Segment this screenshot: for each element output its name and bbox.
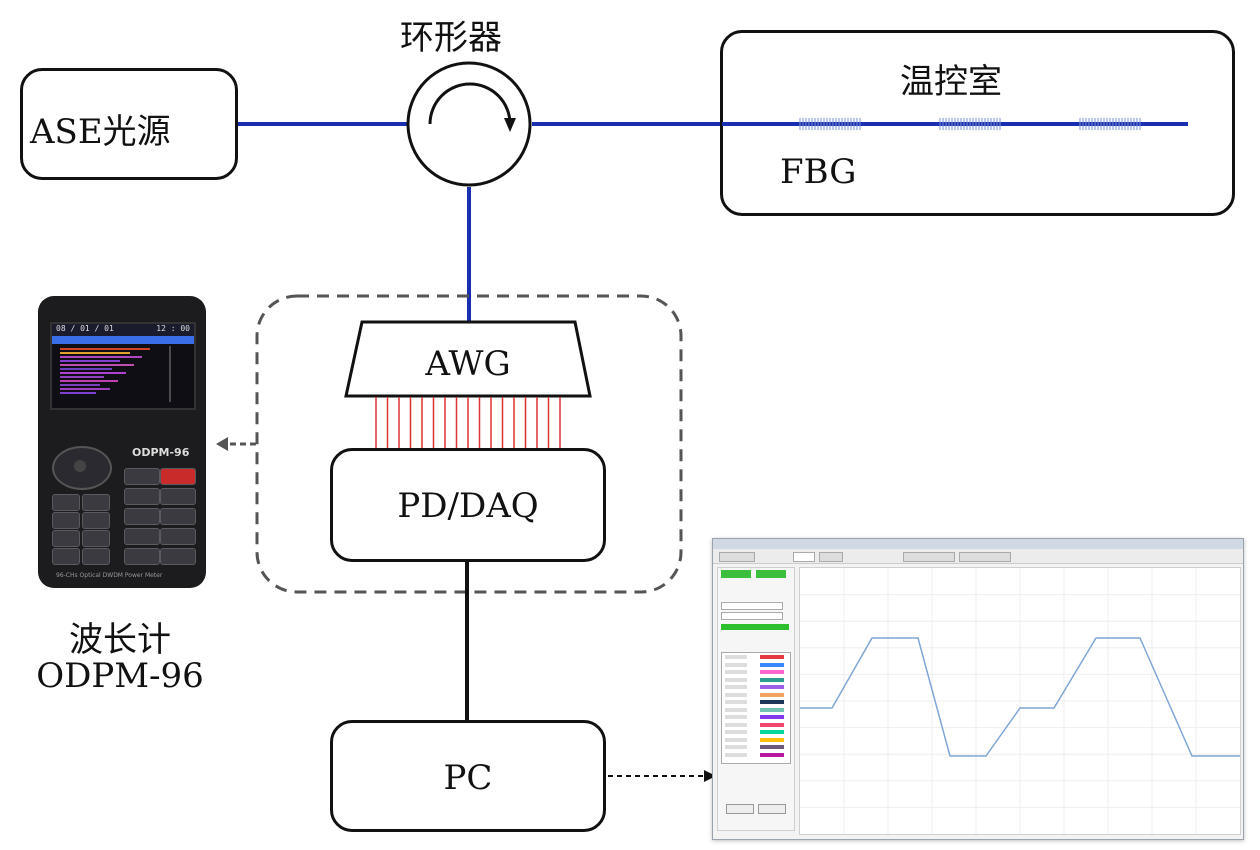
circulator-symbol xyxy=(406,61,532,187)
legend-checkbox xyxy=(725,692,747,697)
device-key xyxy=(124,528,160,545)
fbg-label: FBG xyxy=(780,152,857,192)
software-plot-svg xyxy=(800,568,1240,834)
device-key xyxy=(82,512,110,529)
device-key xyxy=(82,530,110,547)
device-key xyxy=(82,494,110,511)
legend-swatch xyxy=(760,752,784,757)
legend-checkbox xyxy=(725,662,747,667)
device-key xyxy=(52,512,80,529)
legend-checkbox xyxy=(725,715,747,719)
legend-checkbox xyxy=(725,737,747,742)
device-brand: ODPM-96 xyxy=(132,446,190,459)
screen-time: 12 : 00 xyxy=(156,324,190,333)
software-plot-trace xyxy=(800,637,1240,757)
legend-checkbox xyxy=(725,730,747,734)
software-screenshot xyxy=(712,538,1244,840)
awg-block xyxy=(344,320,592,398)
screen-header-strip xyxy=(52,336,194,344)
device-key xyxy=(124,548,160,565)
device-key xyxy=(124,468,160,485)
circulator-arrowhead xyxy=(504,118,516,132)
device-key xyxy=(160,468,196,485)
device-key xyxy=(124,488,160,505)
device-key xyxy=(160,508,196,525)
wavemeter-device: 08 / 01 / 01 12 : 00 ODPM-96 xyxy=(38,296,206,588)
screen-status-bar: 08 / 01 / 01 12 : 00 xyxy=(52,324,194,336)
legend-checkbox xyxy=(725,655,747,659)
device-key xyxy=(160,488,196,505)
arrow-to-wavemeter-head xyxy=(216,437,228,451)
device-key xyxy=(52,548,80,565)
pd-daq-box xyxy=(330,448,606,562)
legend-swatch xyxy=(760,677,784,682)
legend-swatch xyxy=(760,737,784,742)
awg-label: AWG xyxy=(425,344,511,384)
pc-box xyxy=(330,720,606,832)
legend-swatch xyxy=(760,685,784,689)
legend-checkbox xyxy=(725,707,747,712)
legend-swatch xyxy=(760,722,784,727)
legend-checkbox xyxy=(725,685,747,689)
device-footer: 96-CHs Optical DWDM Power Meter xyxy=(56,572,163,579)
pc-label: PC xyxy=(443,758,493,798)
pd-daq-label: PD/DAQ xyxy=(397,486,539,526)
temperature-chamber-label: 温控室 xyxy=(900,62,1002,102)
device-key xyxy=(160,528,196,545)
circulator-label: 环形器 xyxy=(400,18,502,58)
legend-swatch xyxy=(760,745,784,749)
software-side-panel xyxy=(717,567,795,831)
legend-checkbox xyxy=(725,752,747,757)
wavemeter-model: ODPM-96 xyxy=(36,656,204,696)
device-key xyxy=(52,494,80,511)
ase-source-box xyxy=(20,68,238,180)
circulator-arrow xyxy=(428,82,512,125)
dpad-icon xyxy=(52,446,112,490)
awg-channel-lines xyxy=(375,397,561,448)
screen-date: 08 / 01 / 01 xyxy=(56,324,114,333)
device-key xyxy=(52,530,80,547)
legend-swatch xyxy=(760,707,784,712)
ase-source-label: ASE光源 xyxy=(30,112,171,152)
software-toolbar xyxy=(713,549,1243,564)
legend-checkbox xyxy=(725,677,747,682)
legend-swatch xyxy=(760,662,784,667)
wavemeter-screen: 08 / 01 / 01 12 : 00 xyxy=(50,322,196,410)
legend-swatch xyxy=(760,692,784,697)
wavemeter-label: 波长计 xyxy=(69,620,171,660)
legend-checkbox xyxy=(725,700,747,704)
legend-swatch xyxy=(760,670,784,674)
legend-swatch xyxy=(760,700,784,704)
device-key xyxy=(124,508,160,525)
software-plot xyxy=(799,567,1241,835)
software-titlebar xyxy=(713,539,1243,549)
device-key xyxy=(160,548,196,565)
arrow-to-software-head xyxy=(704,770,716,782)
legend-checkbox xyxy=(725,670,747,674)
legend-swatch xyxy=(760,655,784,659)
device-key xyxy=(82,548,110,565)
legend-checkbox xyxy=(725,722,747,727)
legend-swatch xyxy=(760,715,784,719)
instrument-enclosure xyxy=(255,294,683,594)
legend-swatch xyxy=(760,730,784,734)
screen-bars xyxy=(60,346,171,402)
legend-checkbox xyxy=(725,745,747,749)
